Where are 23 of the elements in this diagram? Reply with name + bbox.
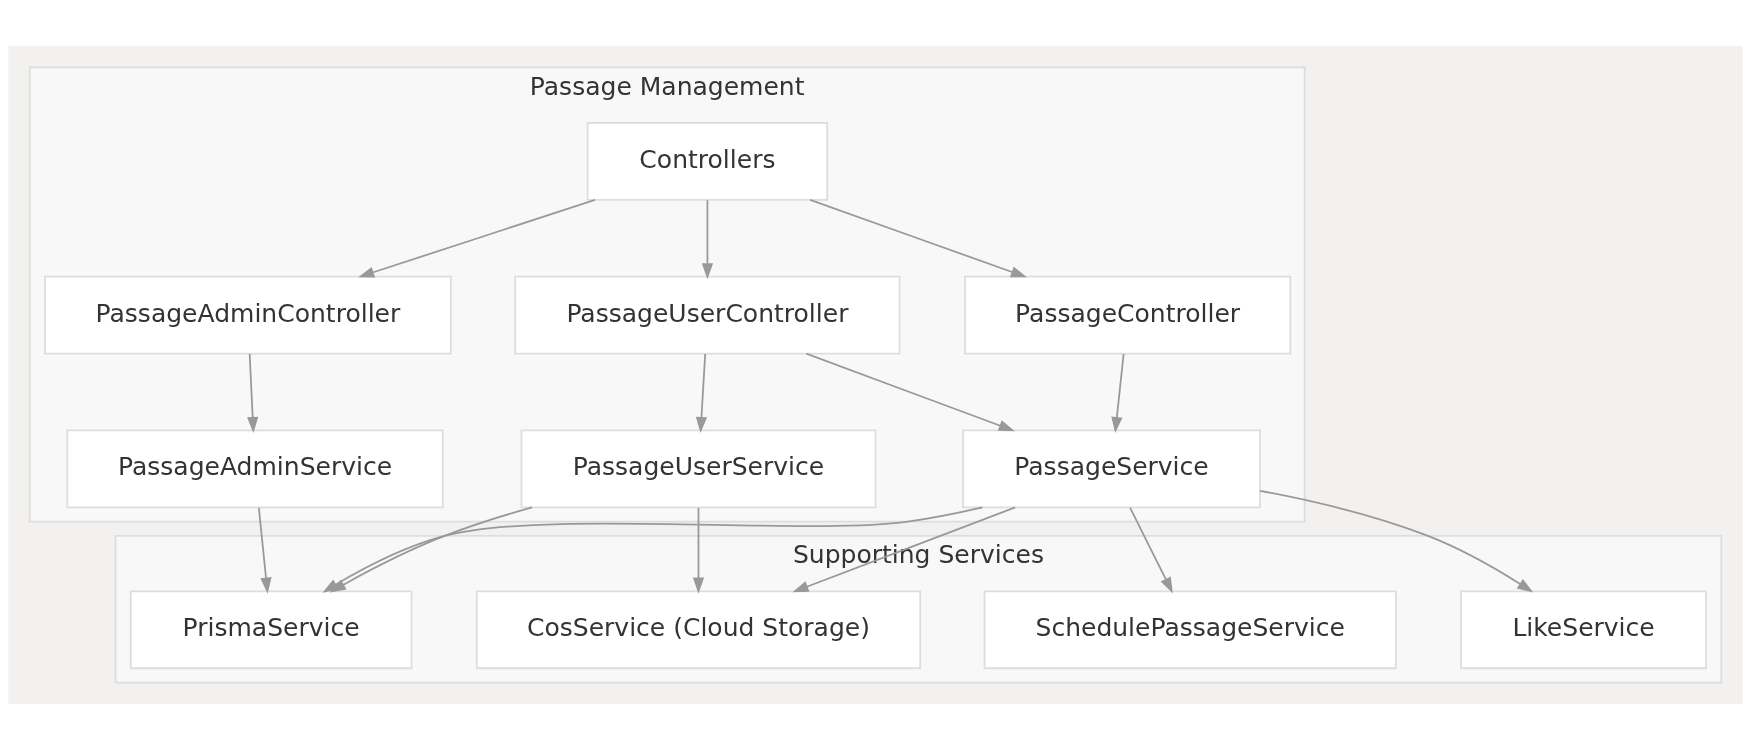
node-box: CosService (Cloud Storage)	[475, 589, 922, 669]
node-box: PassageUserService	[520, 429, 877, 508]
arrow	[358, 198, 596, 278]
arrow	[692, 506, 705, 594]
arrow	[809, 198, 1027, 277]
node-box: SchedulePassageService	[983, 589, 1397, 669]
node-box: LikeService	[1460, 589, 1707, 669]
node-box: PassageAdminService	[66, 429, 444, 508]
arrow	[1259, 489, 1534, 592]
node-box: PassageController	[964, 275, 1292, 354]
arrow	[805, 352, 1015, 431]
node-box: PrismaService	[129, 589, 413, 669]
arrow	[257, 506, 272, 594]
arrow	[1111, 352, 1125, 433]
arrow	[701, 198, 714, 279]
arrow	[695, 352, 708, 433]
arrow	[1129, 506, 1173, 593]
node-box: Controllers	[586, 121, 829, 201]
arrow	[792, 505, 1017, 592]
node-box: PassageUserController	[514, 275, 901, 354]
arrow	[247, 352, 259, 433]
node-box: PassageAdminController	[44, 275, 452, 354]
node-box: PassageService	[962, 429, 1261, 508]
